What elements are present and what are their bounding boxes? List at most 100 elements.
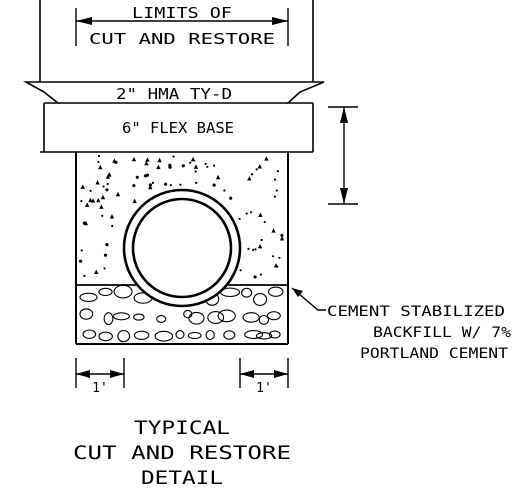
- stipple-mark: [99, 204, 104, 209]
- stipple-mark: [98, 164, 103, 170]
- backfill-stipple: [79, 154, 285, 279]
- gravel-stone: [207, 311, 225, 324]
- gravel-stone: [241, 287, 253, 298]
- stipple-mark: [80, 184, 85, 189]
- gravel-stone: [188, 311, 205, 325]
- limits-label-line1: LIMITS OF: [132, 4, 232, 22]
- stipple-mark: [111, 224, 114, 228]
- stipple-mark: [263, 220, 266, 224]
- stipple-mark: [190, 156, 196, 162]
- title-line1: TYPICAL: [134, 417, 230, 439]
- gravel-stone: [98, 287, 113, 297]
- stipple-mark: [101, 214, 104, 217]
- right-offset-label: 1': [256, 381, 272, 396]
- title-line2: CUT AND RESTORE: [73, 442, 291, 464]
- right-offset-dimension: [239, 358, 289, 388]
- gravel-stone: [266, 311, 281, 321]
- pavement-layer-lines: [22, 81, 325, 153]
- stipple-mark: [97, 160, 100, 164]
- gravel-stone: [258, 314, 270, 325]
- gravel-stone: [79, 292, 98, 302]
- stipple-mark: [94, 269, 99, 274]
- stipple-mark: [194, 170, 197, 173]
- stipple-mark: [135, 175, 139, 179]
- stipple-mark: [80, 199, 83, 203]
- stipple-mark: [151, 181, 154, 184]
- stipple-mark: [181, 164, 185, 168]
- stipple-mark: [276, 170, 279, 173]
- stipple-mark: [273, 263, 279, 268]
- stipple-mark: [258, 212, 263, 218]
- stipple-mark: [273, 178, 277, 181]
- stipple-mark: [280, 233, 284, 237]
- stipple-mark: [89, 189, 92, 192]
- stipple-mark: [105, 243, 109, 247]
- stipple-mark: [193, 164, 199, 169]
- backfill-leader: [291, 287, 326, 311]
- stipple-mark: [103, 267, 106, 270]
- gravel-stone: [117, 329, 131, 343]
- gravel-stone: [98, 331, 113, 342]
- stipple-mark: [249, 211, 253, 214]
- stipple-mark: [259, 273, 262, 276]
- stipple-mark: [115, 191, 121, 197]
- stipple-mark: [247, 247, 250, 250]
- stipple-mark: [179, 183, 182, 186]
- stipple-mark: [239, 269, 242, 272]
- stipple-mark: [148, 184, 153, 190]
- stipple-mark: [229, 196, 233, 200]
- backfill-note-line3: PORTLAND CEMENT: [360, 346, 508, 362]
- stipple-mark: [278, 256, 281, 259]
- gravel-stone: [113, 284, 133, 299]
- stipple-mark: [271, 255, 275, 258]
- left-offset-dimension: [75, 358, 125, 388]
- flex-base-label: 6" FLEX BASE: [122, 119, 234, 137]
- stipple-mark: [250, 173, 254, 176]
- stipple-mark: [83, 274, 86, 277]
- gravel-stone: [82, 329, 97, 339]
- gravel-stone: [244, 330, 264, 340]
- gravel-stone: [112, 312, 130, 321]
- stipple-mark: [238, 217, 241, 220]
- stipple-mark: [79, 259, 83, 263]
- gravel-stone: [205, 329, 215, 341]
- stipple-mark: [84, 202, 90, 207]
- cut-limit-lines: [39, 0, 314, 82]
- stipple-mark: [88, 197, 93, 203]
- stipple-mark: [264, 156, 269, 161]
- gravel-stone: [268, 330, 281, 339]
- stipple-mark: [143, 174, 148, 178]
- stipple-mark: [148, 183, 152, 187]
- stipple-mark: [169, 184, 172, 187]
- gravel-stone: [133, 330, 150, 340]
- stipple-mark: [164, 182, 168, 186]
- stipple-mark: [260, 238, 263, 242]
- stipple-mark: [156, 164, 161, 170]
- gravel-stone: [187, 331, 202, 340]
- stipple-mark: [245, 212, 248, 215]
- stipple-mark: [132, 198, 137, 204]
- stipple-mark: [157, 157, 162, 163]
- stipple-mark: [105, 188, 109, 192]
- stipple-mark: [132, 184, 136, 188]
- stipple-mark: [253, 275, 257, 279]
- stipple-mark: [206, 165, 209, 168]
- stipple-mark: [102, 185, 105, 188]
- backfill-note-line2: BACKFILL W/ 7%: [373, 325, 511, 341]
- stipple-mark: [80, 249, 83, 252]
- gravel-stone: [268, 286, 284, 297]
- stipple-mark: [254, 248, 257, 251]
- gravel-stone: [217, 309, 236, 323]
- left-offset-label: 1': [92, 381, 108, 396]
- stipple-mark: [100, 194, 106, 200]
- stipple-mark: [96, 197, 101, 203]
- stipple-mark: [223, 189, 226, 192]
- stipple-mark: [109, 214, 115, 219]
- stipple-mark: [97, 154, 101, 158]
- stipple-mark: [106, 182, 109, 186]
- pipe: [122, 188, 242, 308]
- stipple-mark: [257, 244, 263, 249]
- stipple-mark: [252, 248, 255, 251]
- gravel-stone: [156, 315, 167, 323]
